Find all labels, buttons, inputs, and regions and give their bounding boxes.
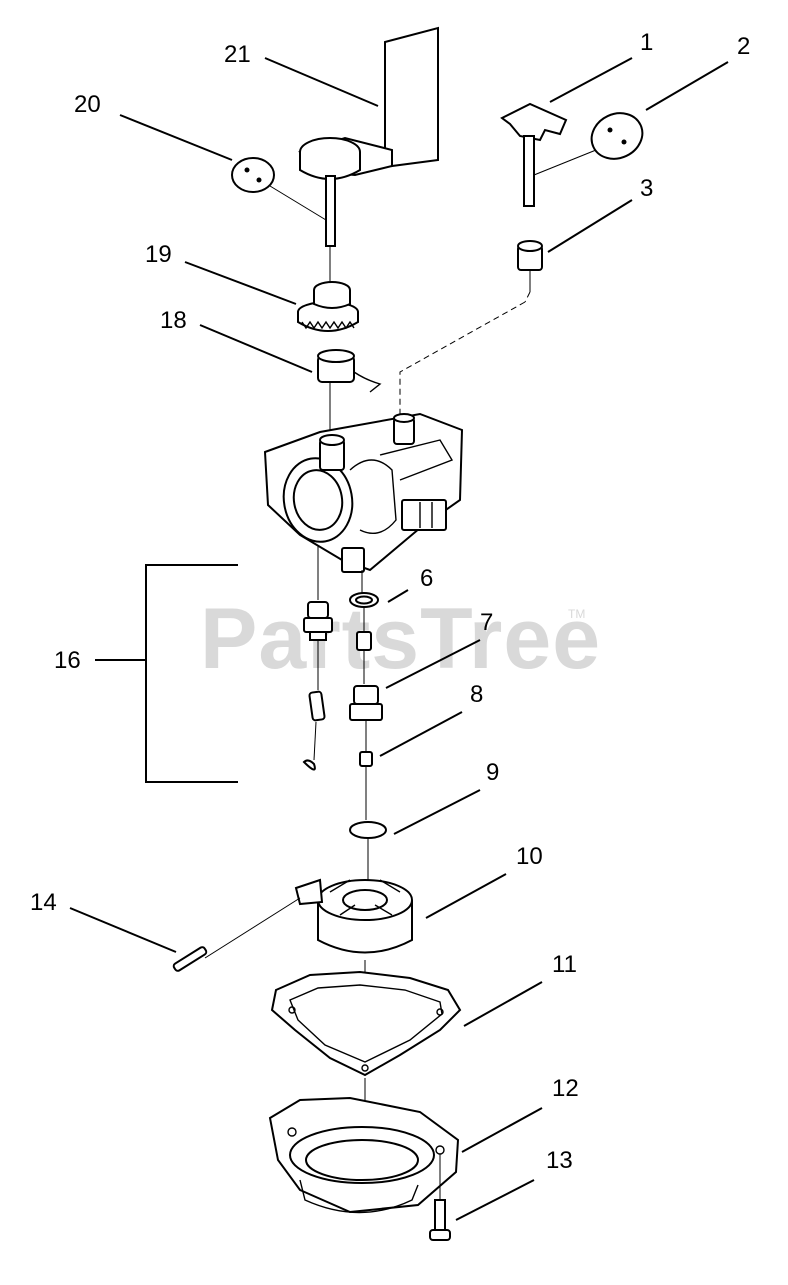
leader-1 <box>549 57 633 103</box>
callout-1: 1 <box>640 29 653 56</box>
callout-12: 12 <box>552 1075 579 1102</box>
leader-20 <box>119 114 233 161</box>
callout-11: 11 <box>552 951 577 978</box>
leader-19 <box>184 261 297 305</box>
choke-path-dash <box>399 301 526 418</box>
part-19-gear-spring <box>297 281 359 332</box>
leader-10 <box>425 873 507 919</box>
part-11-gasket <box>270 970 462 1118</box>
part-1-choke-lever <box>500 102 568 207</box>
callout-8: 8 <box>470 681 483 708</box>
leader-13 <box>455 1179 535 1221</box>
leader-18 <box>199 324 313 373</box>
part-14-float-pin <box>172 897 301 972</box>
callout-21: 21 <box>224 41 251 68</box>
callout-16: 16 <box>54 647 81 674</box>
main-jet <box>356 631 372 684</box>
leader-lines <box>69 57 729 1221</box>
watermark-trademark: TM <box>568 607 585 621</box>
callout-2: 2 <box>737 33 750 60</box>
part-3-bushing <box>517 240 543 292</box>
part-20-throttle-plate <box>231 157 327 221</box>
callout-20: 20 <box>74 91 101 118</box>
callout-labels: 21 20 1 2 3 19 18 6 7 8 9 10 11 12 13 14… <box>30 29 750 1174</box>
leader-9 <box>393 789 481 835</box>
watermark: PartsTree <box>200 591 601 687</box>
callout-14: 14 <box>30 889 57 916</box>
part-16-needle-assembly <box>302 601 333 771</box>
callout-18: 18 <box>160 307 187 334</box>
leader-11 <box>463 981 543 1027</box>
callout-6: 6 <box>420 565 433 592</box>
callout-3: 3 <box>640 175 653 202</box>
part-7-nozzle <box>349 685 383 752</box>
leader-2 <box>645 61 729 111</box>
part-2-choke-plate <box>533 112 644 176</box>
carburetor-body <box>263 412 464 600</box>
part-6-o-ring <box>349 592 379 632</box>
callout-7: 7 <box>480 609 493 636</box>
leader-6 <box>387 589 409 603</box>
part-18-bushing-spring <box>317 246 382 440</box>
leader-3 <box>547 199 633 253</box>
callout-9: 9 <box>486 759 499 786</box>
part-10-float-bowl <box>294 878 413 975</box>
part-12-bowl <box>268 1096 460 1214</box>
leader-14 <box>69 907 177 953</box>
choke-axis-dash <box>524 291 531 303</box>
leader-8 <box>379 711 463 757</box>
part-21-throttle-lever <box>298 26 439 247</box>
part-8-needle <box>359 751 373 820</box>
part-9-float <box>349 821 387 885</box>
group-16-bracket <box>145 564 238 783</box>
leader-12 <box>461 1107 543 1153</box>
part-13-screw <box>429 1199 451 1241</box>
leader-7 <box>385 639 481 689</box>
callout-13: 13 <box>546 1147 573 1174</box>
callout-10: 10 <box>516 843 543 870</box>
leader-21 <box>264 57 379 107</box>
callout-19: 19 <box>145 241 172 268</box>
